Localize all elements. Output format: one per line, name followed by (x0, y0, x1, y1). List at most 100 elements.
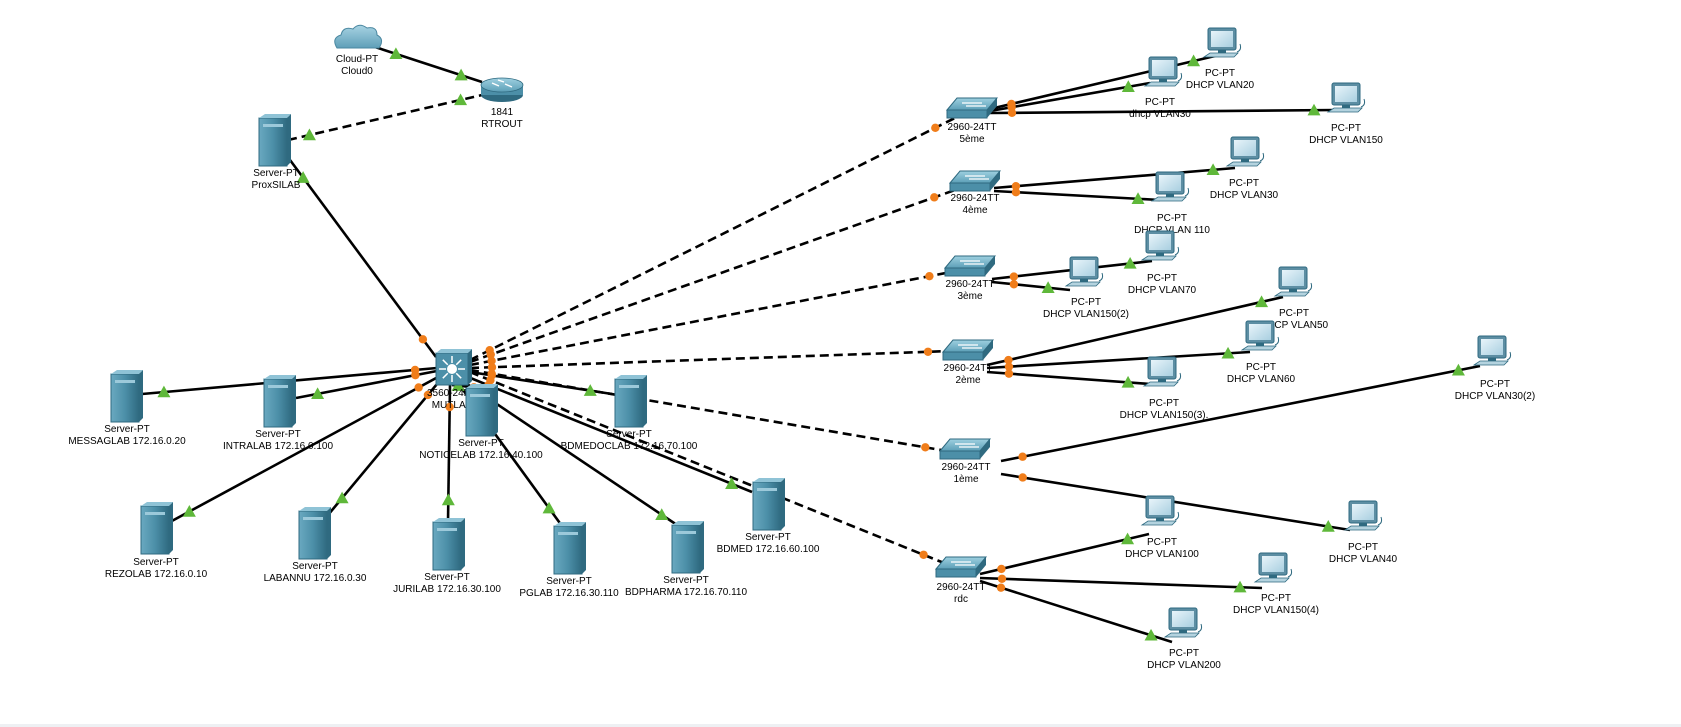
link-mutlab-sw1[interactable] (469, 368, 948, 453)
link-sw5-pc_v20[interactable] (989, 54, 1216, 111)
server-icon (258, 114, 291, 167)
device-name-label: 5ème (959, 134, 984, 145)
link-status-up-icon (1121, 80, 1135, 92)
server-icon (110, 370, 143, 423)
link-mutlab-sw5[interactable] (469, 116, 956, 362)
device-name-label: BDMEDOCLAB 172.16.70.100 (561, 441, 698, 452)
link-status-up-icon (157, 385, 171, 398)
switch-icon (945, 97, 999, 119)
link-status-pending-icon (1011, 187, 1021, 197)
link-bdmed-mutlab[interactable] (467, 375, 753, 494)
device-type-label: PC-PT (1246, 362, 1276, 373)
link-mutlab-sw3[interactable] (469, 270, 952, 367)
device-type-label: 2960-24TT (944, 363, 993, 374)
device-name-label: REZOLAB 172.16.0.10 (105, 569, 208, 580)
link-swrdc-pc_v100[interactable] (979, 532, 1150, 576)
link-sw5-pc_v30a[interactable] (989, 81, 1151, 113)
device-type-label: PC-PT (1480, 379, 1510, 390)
link-sw3-pc_v150_2[interactable] (991, 280, 1071, 292)
link-status-pending-icon (1004, 362, 1014, 371)
link-sw4-pc_v30b[interactable] (993, 166, 1236, 190)
link-swrdc-pc_v200[interactable] (979, 579, 1173, 644)
link-proxsilab-mutlab[interactable] (288, 159, 438, 358)
device-name-label: ProxSILAB (252, 180, 301, 191)
link-status-pending-icon (931, 123, 940, 133)
link-sw4-pc_v110[interactable] (993, 189, 1161, 202)
link-sw2-pc_v50[interactable] (986, 295, 1284, 367)
link-status-pending-icon (411, 370, 420, 380)
link-mutlab-sw2[interactable] (469, 349, 951, 370)
link-proxsilab-rtrout[interactable] (287, 93, 483, 142)
link-status-pending-icon (930, 193, 939, 202)
device-type-label: PC-PT (1331, 123, 1361, 134)
link-mutlab-sw4[interactable] (469, 188, 956, 364)
link-sw2-pc_v150_3[interactable] (986, 370, 1151, 386)
link-mutlab-swrdc[interactable] (469, 370, 945, 565)
device-type-label: PC-PT (1149, 398, 1179, 409)
device-type-label: 1841 (491, 107, 514, 118)
link-status-pending-icon (923, 347, 933, 356)
link-sw2-pc_v60[interactable] (986, 350, 1251, 370)
link-status-pending-icon (925, 271, 934, 281)
device-type-label: PC-PT (1205, 68, 1235, 79)
link-cloud0-rtrout[interactable] (374, 45, 483, 84)
link-bdpharma-mutlab[interactable] (463, 380, 681, 529)
device-type-label: PC-PT (1279, 308, 1309, 319)
link-sw1-pc_v40[interactable] (1000, 472, 1351, 532)
link-sw5-pc_v150[interactable] (989, 108, 1337, 115)
switch-icon (943, 255, 997, 277)
link-status-up-icon (1307, 103, 1321, 116)
device-name-label: JURILAB 172.16.30.100 (393, 584, 501, 595)
link-labannu-mutlab[interactable] (327, 377, 443, 516)
device-type-label: Server-PT (424, 572, 470, 583)
device-type-label: Server-PT (292, 561, 338, 572)
link-sw1-pc_v30_2[interactable] (1000, 364, 1481, 463)
device-name-label: Cloud0 (341, 66, 373, 77)
link-status-up-icon (302, 128, 316, 141)
link-swrdc-pc_v150_4[interactable] (979, 576, 1263, 590)
device-type-label: PC-PT (1169, 648, 1199, 659)
link-rezolab-mutlab[interactable] (169, 375, 439, 524)
device-type-label: 2960-24TT (951, 193, 1000, 204)
pc-icon (1143, 56, 1183, 87)
device-type-label: Server-PT (745, 532, 791, 543)
device-type-label: Server-PT (133, 557, 179, 568)
